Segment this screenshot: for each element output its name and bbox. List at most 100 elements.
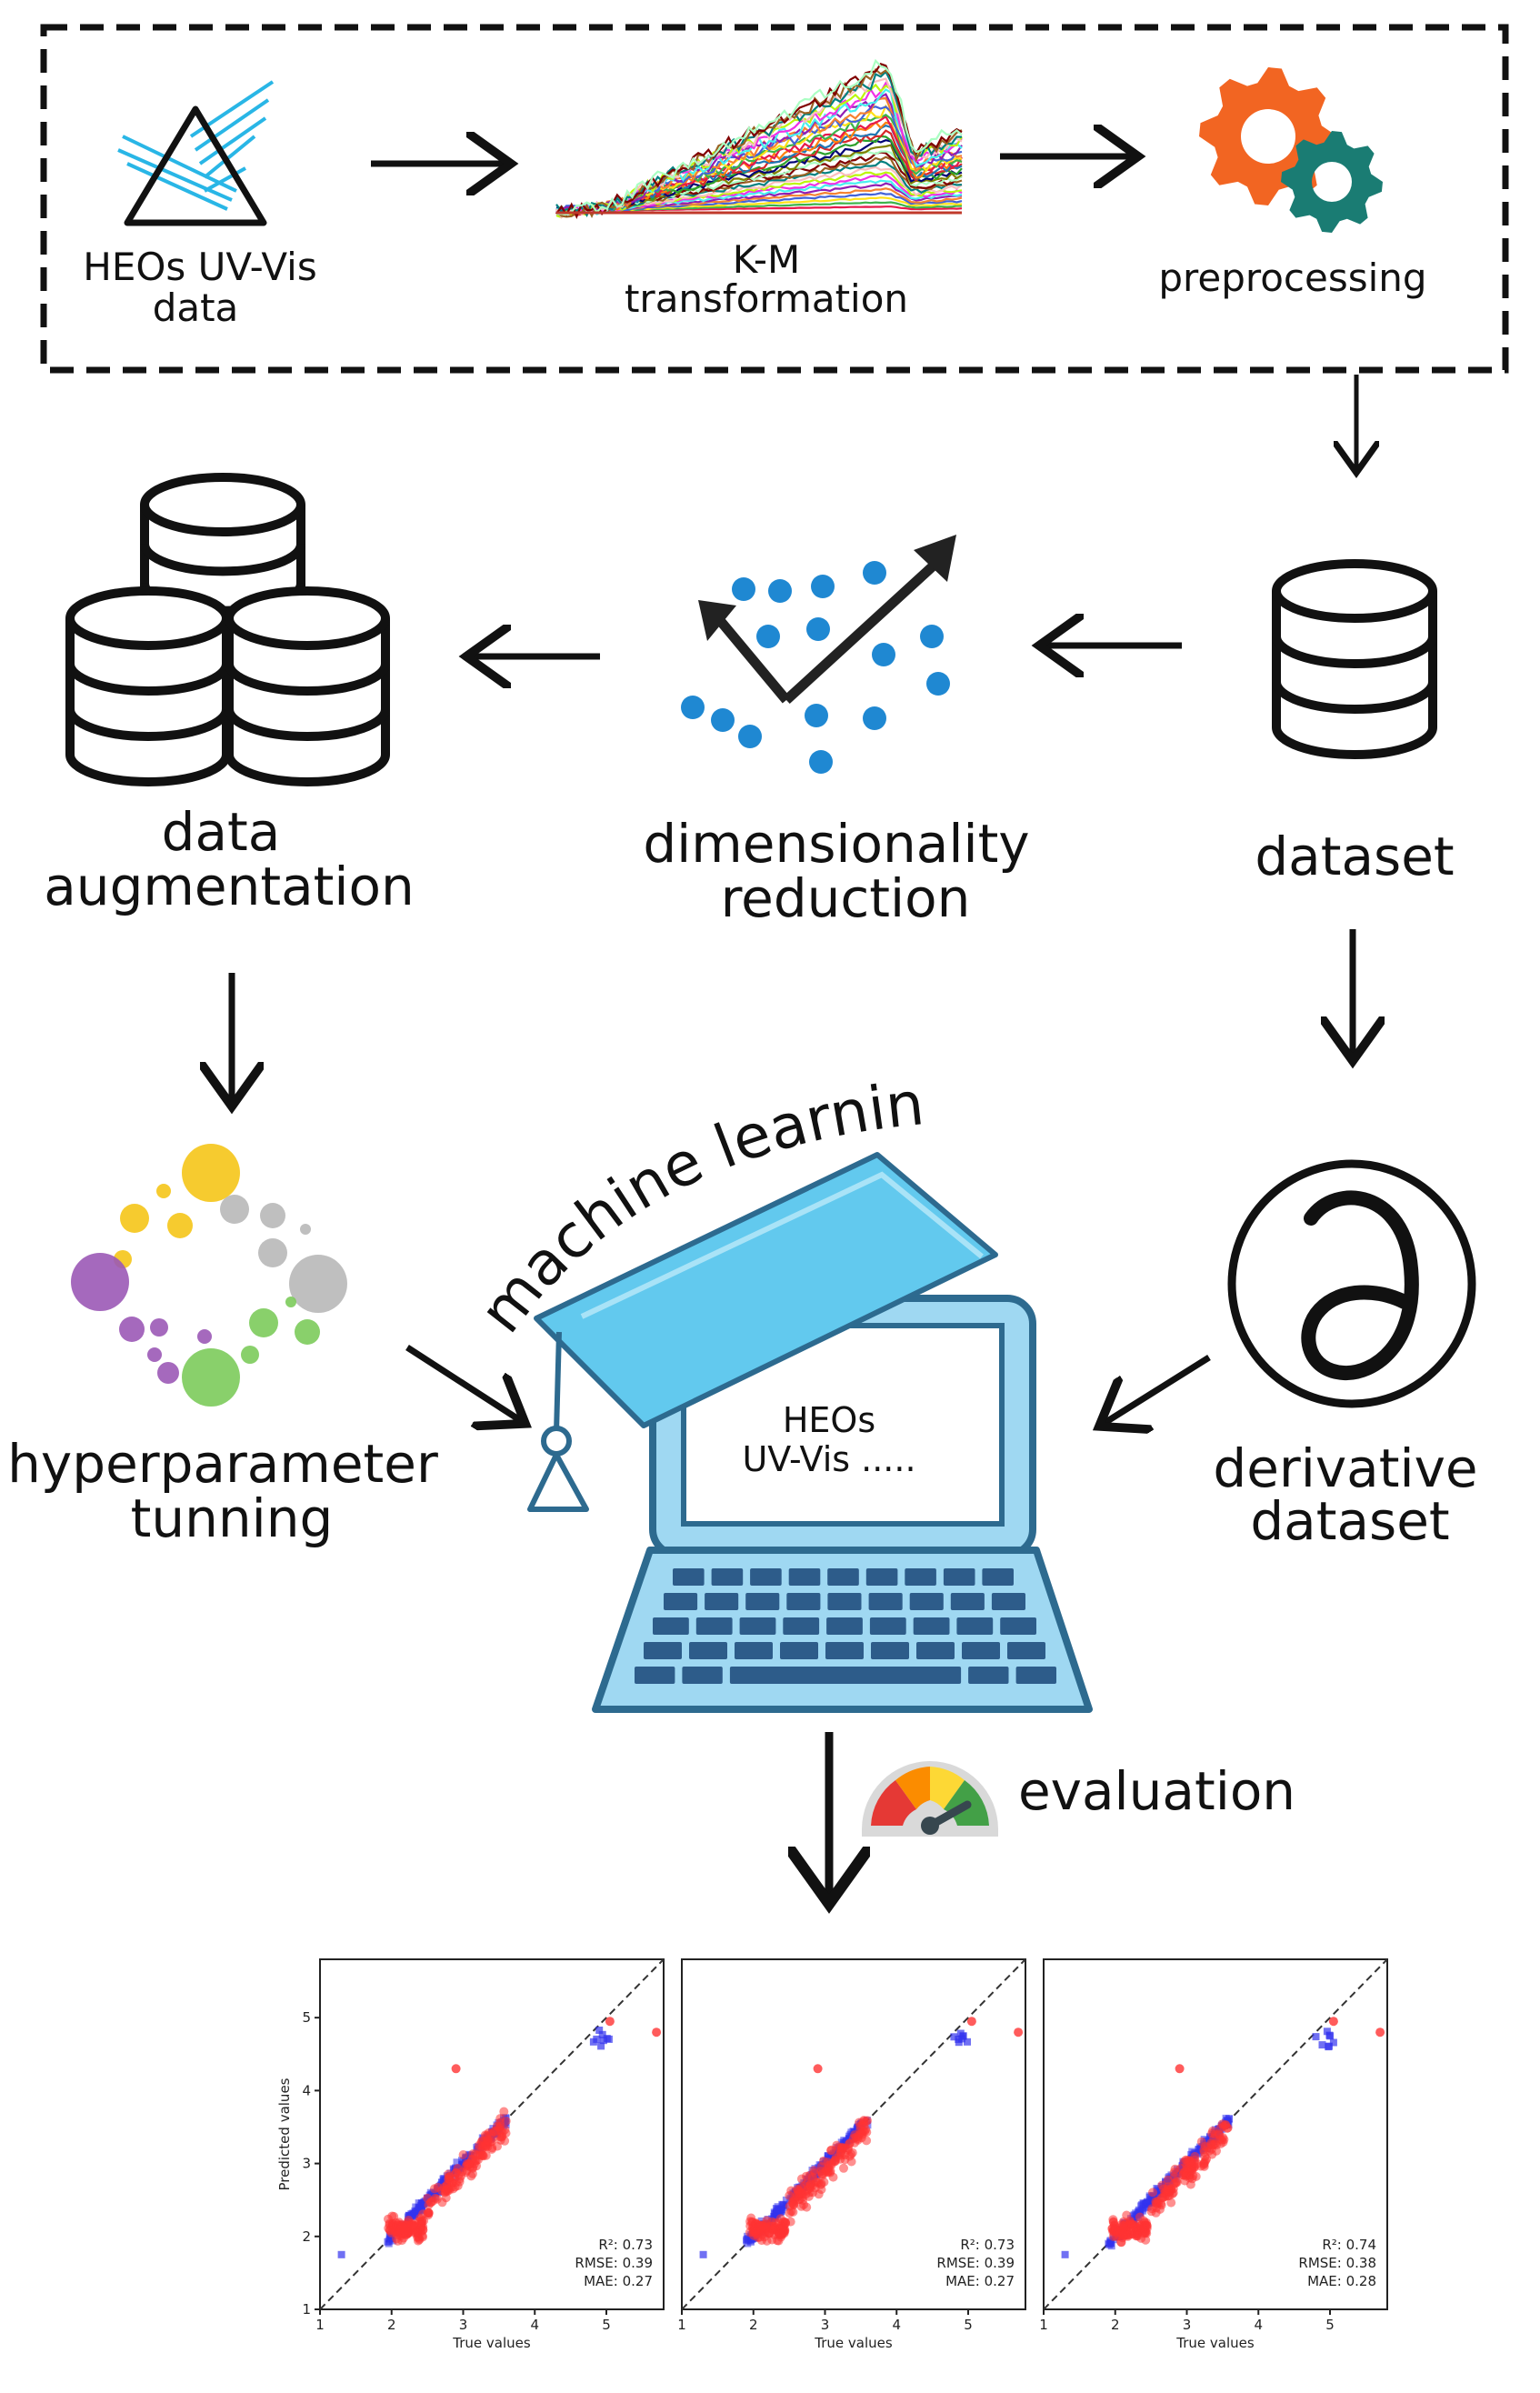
scatter-circle: [817, 2170, 827, 2180]
scatter-circle: [837, 2142, 847, 2152]
derivative-label-line2: dataset: [1250, 1490, 1449, 1552]
metric-label: MAE: 0.27: [945, 2273, 1015, 2289]
scatter-circle: [450, 2182, 460, 2192]
scatter-circle: [1185, 2179, 1195, 2189]
scatter-circle: [428, 2196, 438, 2206]
x-tick-label: 3: [821, 2317, 830, 2333]
scatter-square: [837, 2138, 845, 2147]
bubble: [120, 1204, 149, 1233]
scatter-square: [1312, 2033, 1320, 2041]
scatter-circle: [826, 2146, 835, 2156]
scatter-square: [1061, 2250, 1069, 2258]
scatter-circle: [416, 2220, 426, 2229]
bubble: [157, 1362, 179, 1384]
bubble: [119, 1317, 145, 1342]
laptop-key: [868, 1593, 903, 1610]
y-tick-label: 4: [302, 2082, 311, 2098]
laptop-key: [739, 1617, 776, 1635]
x-tick-label: 5: [602, 2317, 611, 2333]
metric-label: MAE: 0.27: [584, 2273, 653, 2289]
preprocessing-stage-box: [40, 24, 1509, 374]
arrow-hyperparameter-to-ml: [405, 1345, 520, 1420]
scatter-circle: [458, 2150, 468, 2159]
scatter-dot: [926, 672, 950, 696]
dimred-label-line1: dimensionality: [643, 813, 1029, 875]
x-axis-label: True values: [452, 2335, 531, 2351]
scatter-circle: [1140, 2221, 1150, 2231]
teal-gear: [1281, 131, 1383, 233]
scatter-circle: [1328, 2017, 1338, 2027]
laptop-key: [1015, 1667, 1056, 1684]
scatter-circle: [785, 2190, 795, 2200]
scatter-circle: [793, 2184, 803, 2194]
scatter-circle: [1375, 2028, 1385, 2038]
scatter-circle: [1166, 2198, 1176, 2208]
bubble: [71, 1253, 129, 1311]
scatter-circle: [846, 2157, 856, 2167]
bubble: [260, 1203, 285, 1228]
x-tick-label: 4: [892, 2317, 901, 2333]
scatter-circle: [1107, 2223, 1117, 2233]
y-tick-label: 5: [302, 2009, 311, 2026]
scatter-trend-icon: [681, 535, 956, 774]
laptop-key: [827, 1593, 862, 1610]
scatter-circle: [1163, 2184, 1173, 2194]
laptop-key: [711, 1568, 744, 1586]
identity-line: [320, 1959, 664, 2309]
scatter-circle: [387, 2211, 397, 2221]
scatter-dot: [811, 575, 835, 598]
laptop-key: [783, 1617, 820, 1635]
scatter-circle: [1208, 2126, 1217, 2136]
scatter-circle: [1215, 2130, 1225, 2140]
database-cylinder-left: [65, 586, 231, 786]
bubble: [167, 1213, 193, 1238]
laptop-screen-line2: UV-Vis .....: [742, 1439, 915, 1479]
laptop-key: [916, 1642, 955, 1659]
identity-line: [682, 1959, 1025, 2309]
bubble: [220, 1195, 249, 1224]
x-tick-label: 2: [387, 2317, 396, 2333]
hyperparameter-label-line2: tunning: [131, 1487, 334, 1549]
scatter-circle: [756, 2236, 766, 2246]
scatter-circle: [1141, 2235, 1151, 2245]
scatter-circle: [786, 2207, 796, 2217]
scatter-square: [778, 2200, 786, 2208]
scatter-circle: [756, 2225, 766, 2235]
metric-label: R²: 0.73: [598, 2237, 653, 2253]
preprocessing-label: preprocessing: [1158, 255, 1426, 300]
scatter-circle: [473, 2155, 483, 2165]
bubble: [295, 1319, 320, 1345]
identity-line: [1044, 1959, 1387, 2309]
scatter-circle: [1014, 2028, 1024, 2038]
metric-label: R²: 0.73: [960, 2237, 1015, 2253]
laptop-key: [788, 1568, 821, 1586]
x-tick-label: 4: [1254, 2317, 1263, 2333]
scatter-circle: [813, 2064, 823, 2074]
bubble: [197, 1329, 212, 1344]
heos-data-label-line1: HEOs UV-Vis: [83, 245, 316, 289]
scatter-dot: [738, 725, 762, 748]
scatter-dot: [732, 577, 755, 601]
bubble: [285, 1297, 296, 1307]
scatter-circle: [444, 2169, 454, 2179]
x-tick-label: 1: [677, 2317, 686, 2333]
scatter-square: [453, 2158, 461, 2167]
laptop-key: [871, 1642, 909, 1659]
scatter-circle: [1133, 2231, 1143, 2241]
x-axis-label: True values: [814, 2335, 893, 2351]
plot-markers: [320, 1959, 664, 2309]
scatter-square: [1202, 2138, 1210, 2146]
scatter-square: [1326, 2032, 1335, 2040]
scatter-circle: [495, 2126, 505, 2136]
laptop-key: [968, 1667, 1009, 1684]
scatter-circle: [751, 2218, 761, 2228]
plot-markers: [1044, 1959, 1387, 2309]
scatter-square: [385, 2238, 393, 2246]
bubble: [150, 1318, 168, 1337]
dimred-label-line2: reduction: [721, 867, 971, 929]
x-tick-label: 1: [315, 2317, 325, 2333]
scatter-square: [1142, 2199, 1150, 2208]
laptop-key: [827, 1568, 859, 1586]
